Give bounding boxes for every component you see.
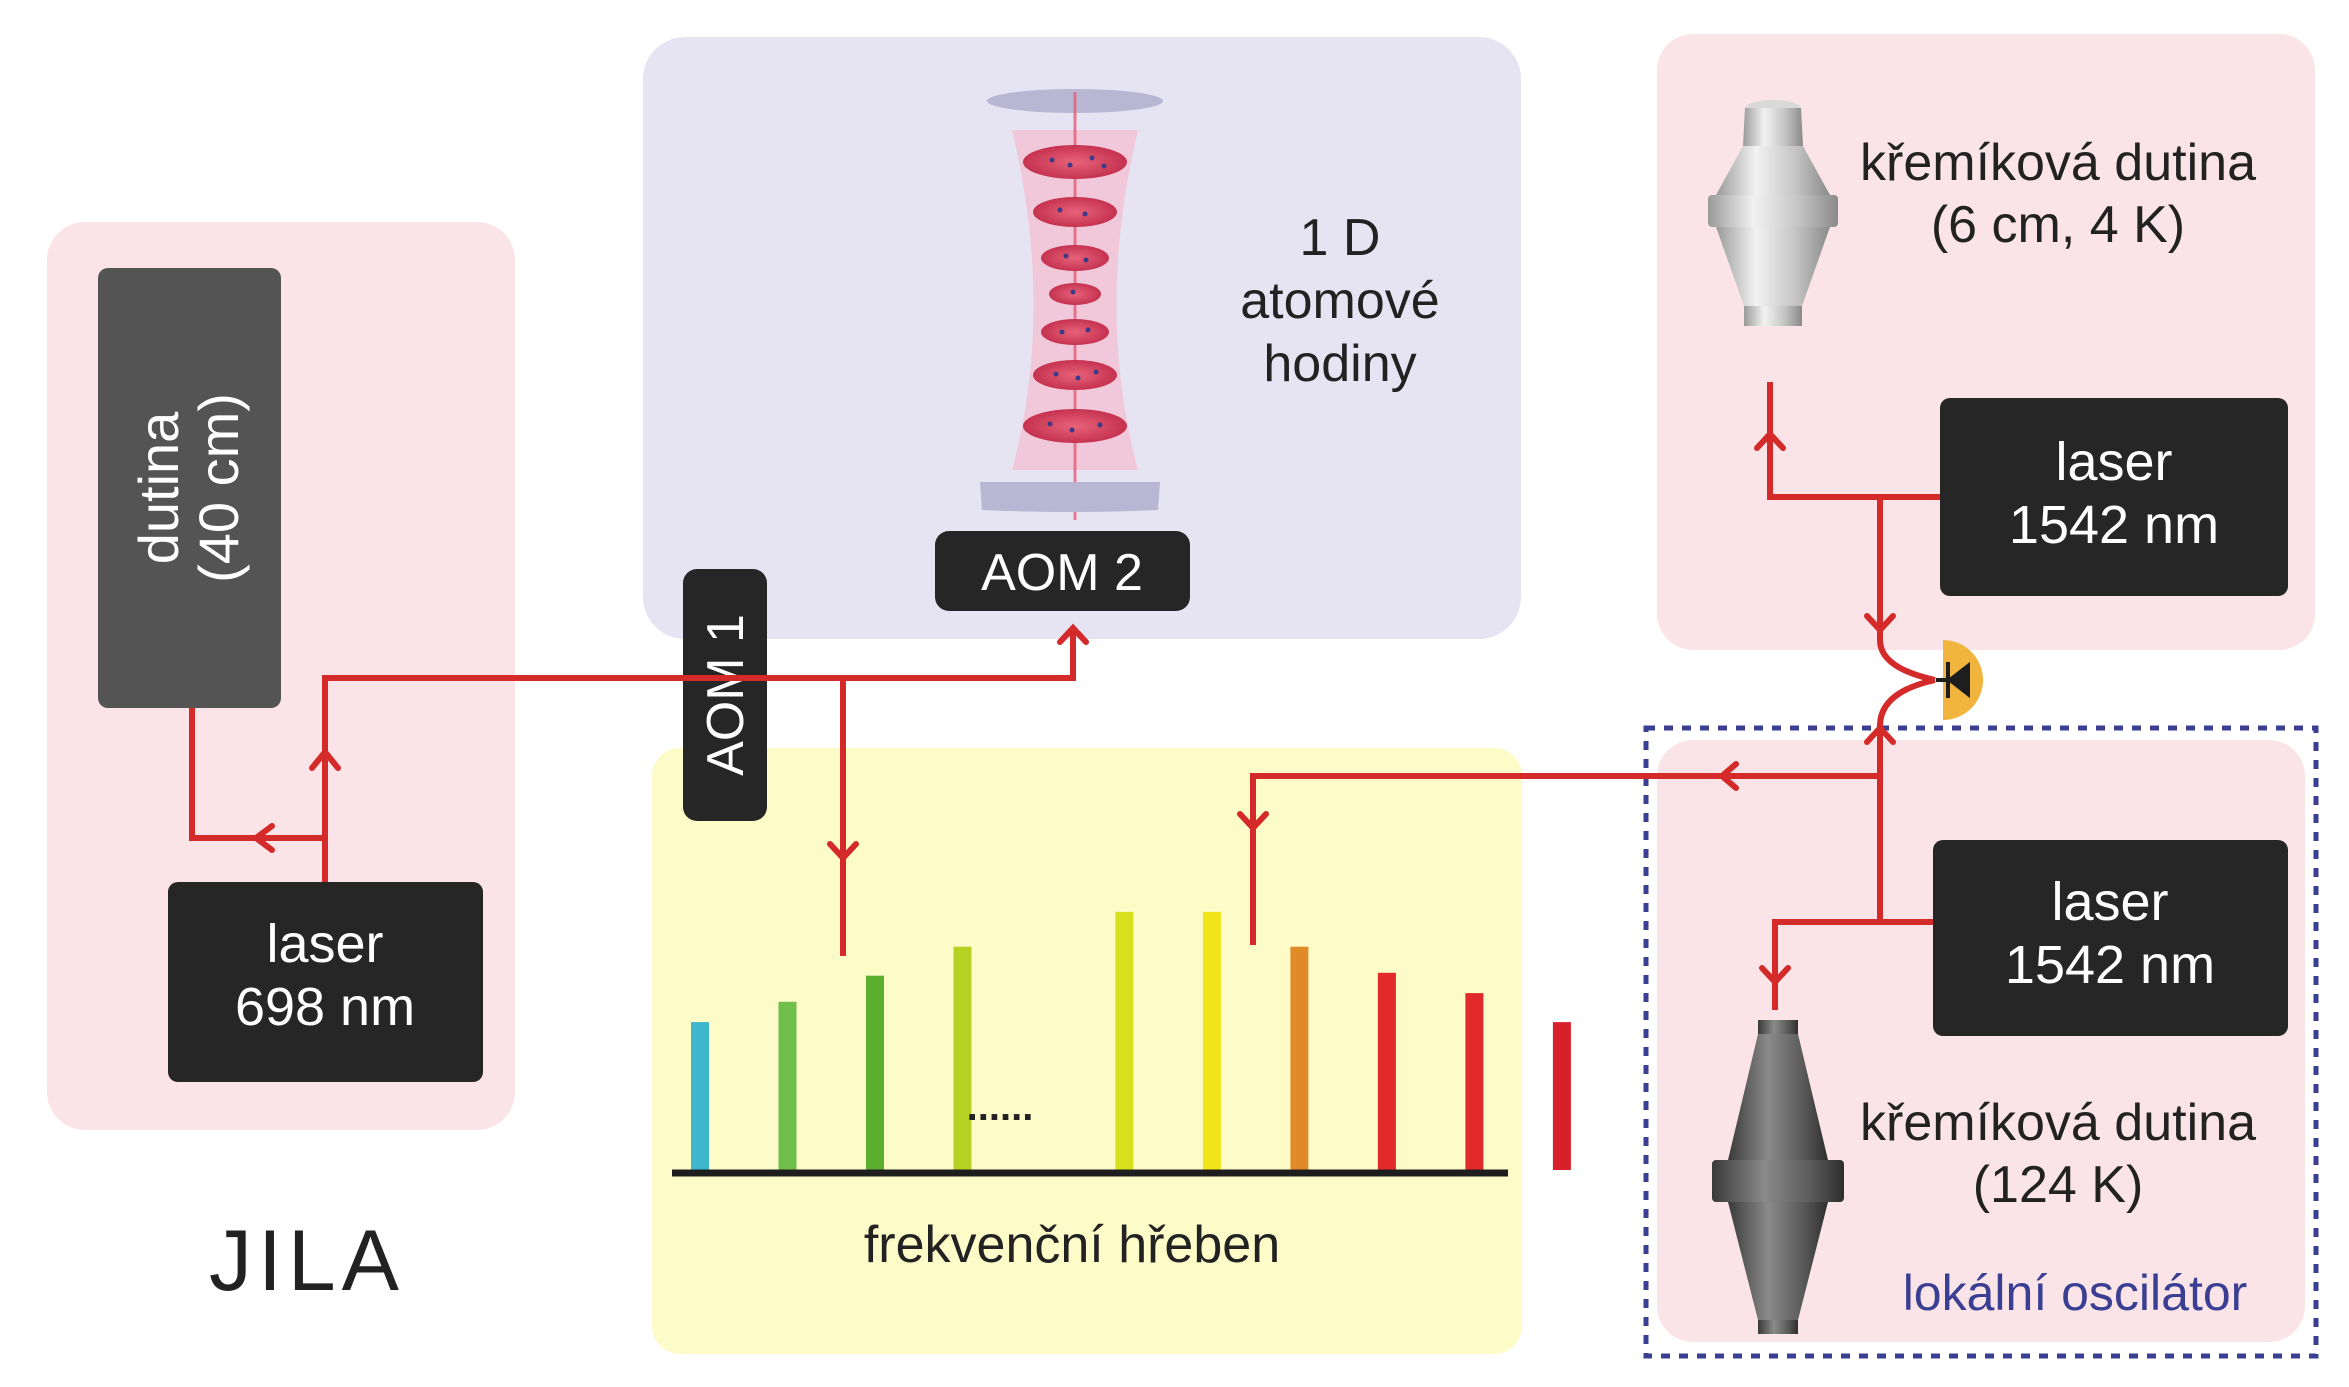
comb-label: frekvenční hřeben: [864, 1216, 1280, 1274]
comb-tooth: [691, 1022, 709, 1170]
comb-tooth: [866, 975, 884, 1170]
cavity-124k-label-line2: (124 K): [1973, 1156, 2144, 1214]
diode-symbol-icon: [1936, 661, 1970, 699]
comb-tooth: [1202, 911, 1221, 1170]
laser-1542-top-label-line2: 1542 nm: [2009, 495, 2219, 555]
cavity-40cm-box: [98, 268, 281, 708]
clock-label-line1: 1 D: [1300, 209, 1381, 267]
cavity-4k-label-line1: křemíková dutina: [1860, 134, 2256, 192]
comb-tooth: [953, 946, 972, 1170]
comb-tooth: [1465, 993, 1484, 1170]
laser-1542-bottom-label-line2: 1542 nm: [2005, 935, 2215, 995]
aom1-box: [683, 569, 767, 821]
comb-tooth: [1115, 911, 1134, 1170]
aom2-label: AOM 2: [981, 544, 1143, 602]
comb-panel-bg: [652, 748, 1522, 1354]
beam-arrowheads: [251, 429, 1896, 987]
jila-title: JILA: [209, 1213, 405, 1309]
silicon-cavity-4k-illustration: [1708, 100, 1838, 326]
comb-ellipsis: ......: [967, 1085, 1034, 1129]
local-oscillator-label: lokální oscilátor: [1903, 1265, 2248, 1321]
aom2-box: [935, 531, 1190, 611]
clock-label-line3: hodiny: [1263, 335, 1416, 393]
silicon-cavity-124k-illustration: [1712, 1020, 1844, 1334]
laser-1542-top-box: [1940, 398, 2288, 596]
clock-label-line2: atomové: [1240, 272, 1439, 330]
comb-teeth-group: [691, 911, 1571, 1170]
comb-tooth: [1290, 946, 1309, 1170]
beam-paths: [189, 382, 1940, 1010]
optical-lattice-illustration: [980, 89, 1163, 520]
laser-698-box: [168, 882, 483, 1082]
cavity-40cm-label-line2: (40 cm): [187, 393, 250, 583]
laser-1542-bottom-box: [1933, 840, 2288, 1036]
laser-698-label-line1: laser: [266, 914, 383, 974]
aom1-label: AOM 1: [697, 614, 755, 776]
comb-tooth: [778, 1001, 797, 1170]
laser-1542-top-label-line1: laser: [2055, 432, 2172, 492]
cavity-40cm-label-line1: dutina: [127, 411, 190, 564]
comb-tooth: [1552, 1022, 1571, 1170]
laser-1542-bottom-label-line1: laser: [2051, 872, 2168, 932]
cavity-124k-label-line1: křemíková dutina: [1860, 1094, 2256, 1152]
comb-tooth: [1377, 972, 1396, 1170]
laser-698-label-line2: 698 nm: [235, 977, 415, 1037]
cavity-4k-label-line2: (6 cm, 4 K): [1931, 196, 2185, 254]
